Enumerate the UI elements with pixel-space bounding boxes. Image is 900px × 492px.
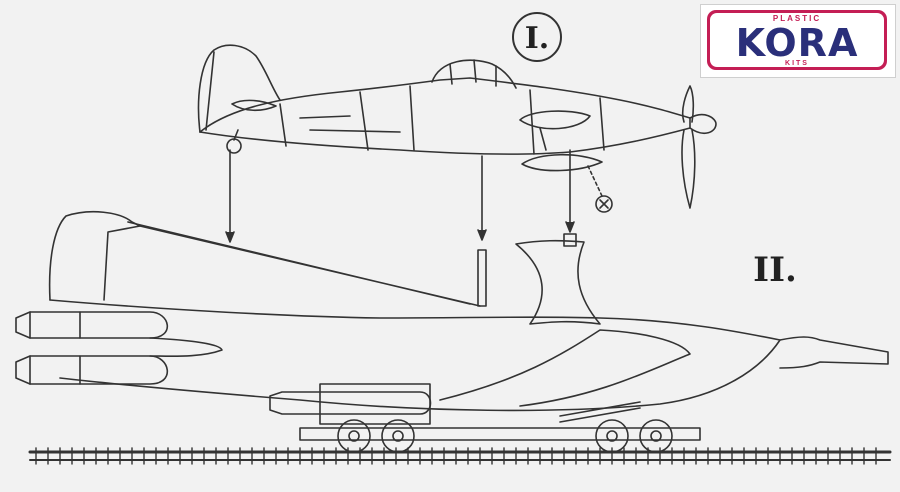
- carrier-fuselage: [49, 299, 781, 412]
- fighter-aircraft: [197, 44, 717, 213]
- fighter-fuselage: [199, 77, 691, 133]
- rail-sleepers: [35, 447, 877, 465]
- rail-track: [28, 447, 892, 465]
- fighter-tail-fin: [197, 44, 281, 133]
- fighter-propeller: [681, 85, 696, 209]
- carrier-aircraft: [15, 210, 889, 412]
- step-one-label: I.: [512, 12, 562, 62]
- logo-main-text: KORA: [735, 21, 859, 65]
- carrier-tail-fin: [48, 210, 141, 301]
- carrier-engine-upper: [29, 311, 169, 339]
- launch-trolley: [269, 383, 701, 453]
- trolley-engine: [269, 391, 432, 415]
- carrier-front-mount: [515, 239, 601, 325]
- logo-bottom-text: KITS: [785, 60, 809, 67]
- trolley-wheel-4: [639, 419, 673, 453]
- fighter-canopy: [431, 59, 517, 89]
- logo-top-text: PLASTIC: [772, 14, 822, 23]
- logo-frame: PLASTIC KORA KITS: [707, 10, 887, 70]
- attachment-arrows: [225, 149, 603, 243]
- trolley-frame: [319, 383, 431, 425]
- carrier-engine-lower: [29, 355, 169, 385]
- carrier-nose-cone: [779, 336, 889, 369]
- step-two-label: II.: [753, 250, 797, 290]
- kora-logo: PLASTIC KORA KITS: [700, 4, 896, 78]
- fighter-tail-wheel: [226, 138, 242, 154]
- logo-band: PLASTIC KORA KITS: [710, 13, 884, 67]
- fighter-drop-tank: [521, 153, 603, 172]
- trolley-wheel-3: [595, 419, 629, 453]
- fighter-spinner: [689, 113, 717, 135]
